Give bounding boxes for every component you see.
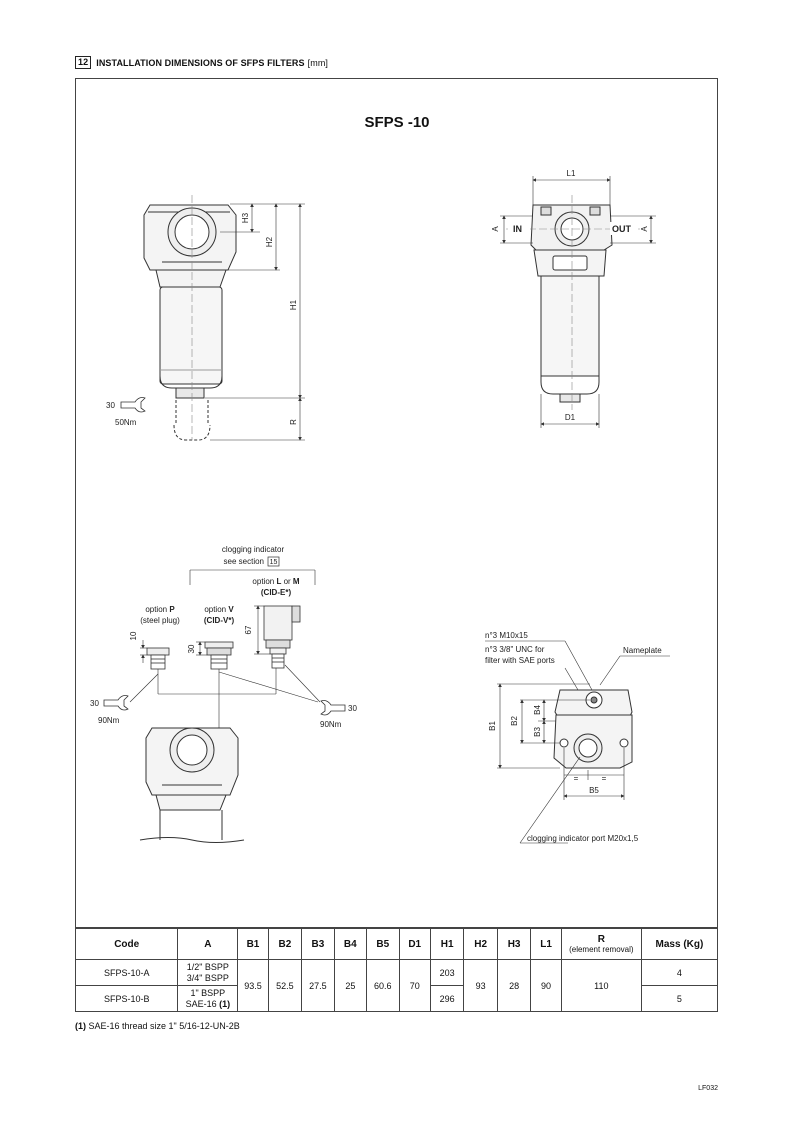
- wrench-icon: [120, 397, 146, 413]
- section-unit: [mm]: [307, 57, 329, 68]
- indicator-v-drawing: [204, 641, 234, 670]
- th-h3: H3: [496, 928, 532, 960]
- cell-r: 110: [560, 959, 642, 1012]
- th-mass: Mass (Kg): [640, 928, 719, 960]
- cell-b3: 27.5: [301, 959, 335, 1012]
- a-right-label: A: [640, 226, 649, 232]
- port-note: clogging indicator port M20x1,5: [527, 834, 639, 843]
- cell-mass: 5: [640, 985, 719, 1012]
- wrench-left-icon: [103, 695, 129, 711]
- drawing-frame: [75, 78, 718, 928]
- cell-h1: 296: [429, 985, 465, 1012]
- th-a: A: [177, 928, 239, 960]
- option-v-label: option V: [204, 605, 234, 614]
- filter-head-detail: [139, 727, 245, 843]
- th-h1: H1: [429, 928, 465, 960]
- in-label: IN: [513, 224, 522, 234]
- th-code: Code: [74, 928, 179, 960]
- section-header: 12 INSTALLATION DIMENSIONS OF SFPS FILTE…: [75, 56, 328, 69]
- footnote: (1) SAE-16 thread size 1" 5/16-12-UN-2B: [75, 1021, 240, 1031]
- th-d1: D1: [398, 928, 431, 960]
- a-left-label: A: [491, 226, 500, 232]
- svg-text:=: =: [574, 774, 579, 783]
- wrench-torque-label: 50Nm: [115, 418, 137, 427]
- indicator-title: clogging indicator: [222, 545, 285, 554]
- wrench-size-label: 30: [106, 401, 115, 410]
- svg-text:=: =: [602, 774, 607, 783]
- b3-label: B3: [533, 727, 542, 737]
- wrench-right-size: 30: [348, 704, 357, 713]
- indicator-see-section: see section: [224, 557, 264, 566]
- th-b2: B2: [267, 928, 303, 960]
- wrench-left-torque: 90Nm: [98, 716, 120, 725]
- wrench-left-size: 30: [90, 699, 99, 708]
- cell-code: SFPS-10-B: [74, 985, 179, 1012]
- cell-b1: 93.5: [237, 959, 269, 1012]
- dim-10-label: 10: [129, 631, 138, 640]
- out-label: OUT: [612, 224, 632, 234]
- front-dimensions: [500, 176, 656, 428]
- h1-label: H1: [289, 299, 298, 310]
- cell-h1: 203: [429, 959, 465, 986]
- wrench-right-torque: 90Nm: [320, 720, 342, 729]
- th-b4: B4: [333, 928, 368, 960]
- document-reference: LF032: [698, 1085, 718, 1092]
- cell-h3: 28: [496, 959, 532, 1012]
- nameplate-label: Nameplate: [623, 646, 662, 655]
- th-b3: B3: [301, 928, 335, 960]
- section-number: 12: [75, 56, 92, 69]
- dim-30-label: 30: [187, 644, 196, 653]
- section-title: INSTALLATION DIMENSIONS OF SFPS FILTERS: [96, 57, 305, 68]
- dim-67-label: 67: [244, 625, 253, 634]
- drawing-title: SFPS -10: [364, 114, 430, 131]
- th-h2: H2: [463, 928, 498, 960]
- cell-code: SFPS-10-A: [74, 959, 179, 986]
- h3-label: H3: [241, 212, 250, 223]
- bolt-note-2a: n°3 3/8" UNC for: [485, 645, 545, 654]
- cell-b2: 52.5: [267, 959, 303, 1012]
- cell-b4: 25: [333, 959, 368, 1012]
- option-p-label: option P: [145, 605, 175, 614]
- filter-bottom-view: [553, 689, 633, 769]
- th-b1: B1: [237, 928, 269, 960]
- cell-l1: 90: [530, 959, 562, 1012]
- d1-label: D1: [565, 413, 576, 422]
- table-header-row: Code A B1 B2 B3 B4 B5 D1 H1 H2 H3 L1 R(e…: [74, 928, 719, 960]
- wrench-right-icon: [320, 700, 346, 716]
- cell-h2: 93: [463, 959, 498, 1012]
- side-dimensions: [205, 203, 305, 441]
- r-label: R: [289, 419, 298, 425]
- th-r: R(element removal): [560, 928, 642, 960]
- h2-label: H2: [265, 236, 274, 247]
- option-lm-code: (CID-E*): [261, 588, 292, 597]
- th-r-sub: (element removal): [569, 945, 634, 954]
- cell-b5: 60.6: [366, 959, 400, 1012]
- bolt-note-2b: filter with SAE ports: [485, 656, 555, 665]
- steel-plug-drawing: [146, 647, 170, 670]
- cell-mass: 4: [640, 959, 719, 986]
- th-l1: L1: [530, 928, 562, 960]
- bolt-note-1: n°3 M10x15: [485, 631, 528, 640]
- b5-label: B5: [589, 786, 599, 795]
- filter-side-view: [143, 195, 237, 441]
- filter-front-view: [506, 195, 640, 410]
- b4-label: B4: [533, 705, 542, 715]
- option-lm-label: option L or M: [252, 577, 299, 586]
- cell-d1: 70: [398, 959, 431, 1012]
- indicator-section-ref: 15: [270, 559, 278, 566]
- option-v-code: (CID-V*): [204, 616, 235, 625]
- l1-label: L1: [567, 169, 576, 178]
- b1-label: B1: [488, 721, 497, 731]
- option-p-desc: (steel plug): [140, 616, 180, 625]
- b2-label: B2: [510, 716, 519, 726]
- dimensions-table: Code A B1 B2 B3 B4 B5 D1 H1 H2 H3 L1 R(e…: [74, 928, 719, 1012]
- indicator-lm-drawing: [263, 605, 301, 669]
- th-b5: B5: [366, 928, 400, 960]
